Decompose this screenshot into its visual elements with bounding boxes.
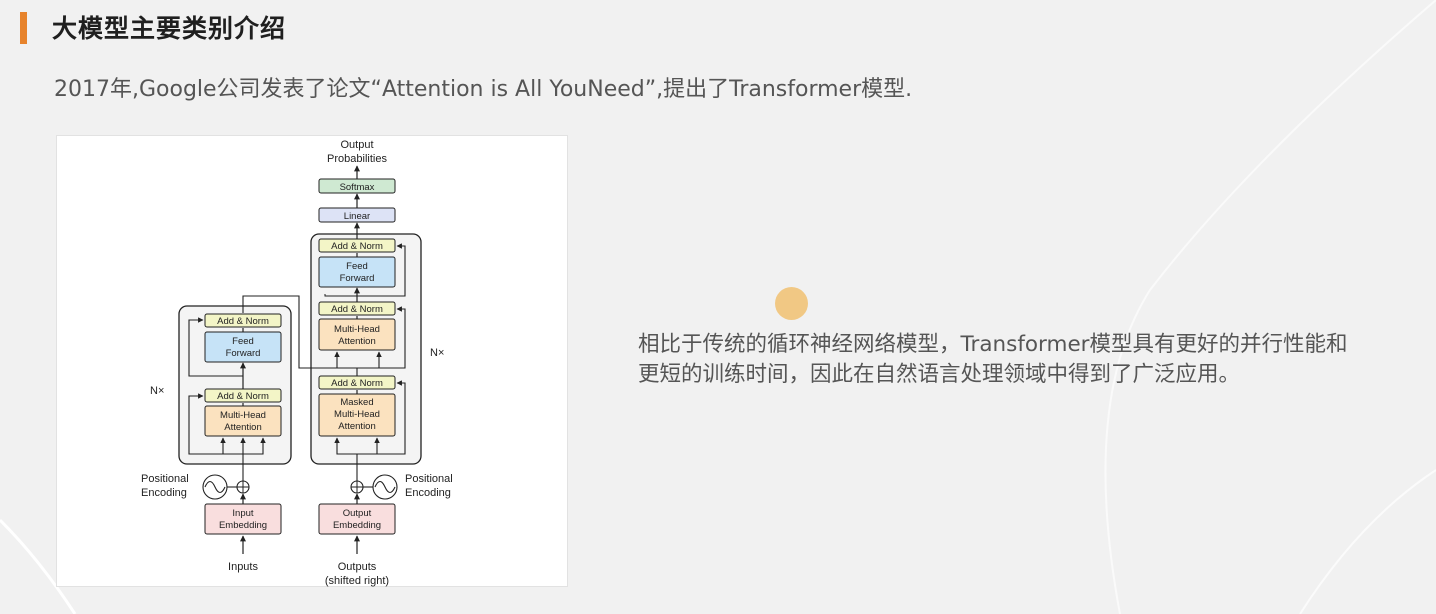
decoder-masked-attention	[318, 393, 396, 437]
decorative-dot	[775, 287, 808, 320]
output-probabilities-label-2: Probabilities	[327, 153, 387, 165]
sine-wave-icon	[372, 474, 398, 500]
title-accent-bar	[20, 12, 27, 44]
softmax-label: Softmax	[340, 182, 375, 193]
encoder-mha-label-1: Multi-Head	[220, 410, 266, 421]
encoder-positional-label-2: Encoding	[141, 487, 187, 499]
slide-title: 大模型主要类别介绍	[52, 14, 287, 43]
decoder-add-norm-1	[318, 375, 396, 390]
softmax-block	[318, 178, 396, 194]
shifted-right-label: (shifted right)	[325, 575, 389, 587]
output-embedding-label-2: Embedding	[333, 520, 381, 531]
input-embedding-block	[204, 503, 282, 535]
decoder-positional-label-2: Encoding	[405, 487, 451, 499]
decoder-add-norm-2	[318, 301, 396, 316]
encoder-add-norm-2	[204, 313, 282, 328]
output-embedding-label-1: Output	[343, 508, 372, 519]
decoder-masked-label-1: Masked	[340, 397, 373, 408]
input-embedding-label-2: Embedding	[219, 520, 267, 531]
linear-label: Linear	[344, 211, 370, 222]
encoder-positional-label-1: Positional	[141, 473, 189, 485]
encoder-mha-label-2: Attention	[224, 422, 262, 433]
outputs-label: Outputs	[338, 561, 377, 573]
input-embedding-label-1: Input	[232, 508, 253, 519]
description-line-2: 更短的训练时间，因此在自然语言处理领域中得到了广泛应用。	[638, 362, 1241, 387]
sine-wave-icon	[202, 474, 228, 500]
encoder-nx-label: N×	[150, 385, 164, 397]
encoder-add-norm-1-label: Add & Norm	[217, 391, 269, 402]
linear-block	[318, 207, 396, 223]
decoder-mha-label-1: Multi-Head	[334, 324, 380, 335]
encoder-multi-head-attention	[204, 405, 282, 437]
description-text: 相比于传统的循环神经网络模型，Transformer模型具有更好的并行性能和 更…	[638, 330, 1428, 390]
decoder-masked-label-2: Multi-Head	[334, 409, 380, 420]
decoder-add-norm-1-label: Add & Norm	[331, 378, 383, 389]
transformer-architecture-figure: Output Probabilities Softmax Linear Add …	[56, 135, 568, 587]
decoder-positional-label-1: Positional	[405, 473, 453, 485]
decoder-masked-label-3: Attention	[338, 421, 376, 432]
output-embedding-block	[318, 503, 396, 535]
decoder-feed-label: Feed	[346, 261, 368, 272]
intro-text: 2017年,Google公司发表了论文“Attention is All You…	[54, 77, 913, 102]
encoder-forward-label: Forward	[226, 348, 261, 359]
decoder-feed-forward	[318, 256, 396, 288]
encoder-add-norm-1	[204, 388, 282, 403]
encoder-add-norm-2-label: Add & Norm	[217, 316, 269, 327]
decoder-add-norm-3	[318, 238, 396, 253]
transformer-diagram: Output Probabilities Softmax Linear Add …	[141, 139, 453, 587]
description-line-1: 相比于传统的循环神经网络模型，Transformer模型具有更好的并行性能和	[638, 332, 1348, 357]
encoder-stack	[178, 305, 292, 465]
decoder-add-norm-3-label: Add & Norm	[331, 241, 383, 252]
inputs-label: Inputs	[228, 561, 258, 573]
decoder-add-norm-2-label: Add & Norm	[331, 304, 383, 315]
encoder-feed-forward	[204, 331, 282, 363]
decoder-mha-label-2: Attention	[338, 336, 376, 347]
output-probabilities-label: Output	[340, 139, 373, 151]
decoder-forward-label: Forward	[340, 273, 375, 284]
decoder-multi-head-attention	[318, 318, 396, 351]
encoder-feed-label: Feed	[232, 336, 254, 347]
decoder-nx-label: N×	[430, 347, 444, 359]
